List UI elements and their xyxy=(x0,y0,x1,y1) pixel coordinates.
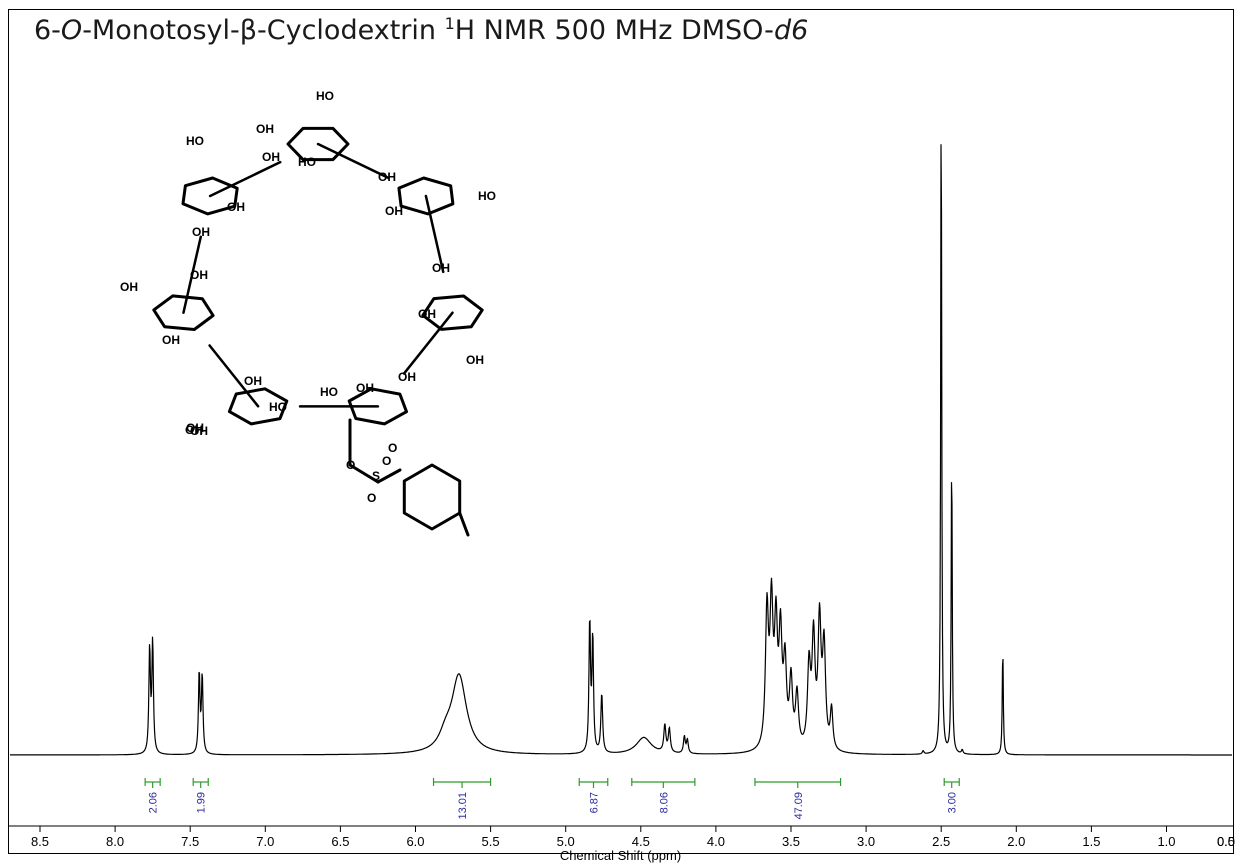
structure-atom-label: OH xyxy=(378,170,396,184)
structure-atom-label: HO xyxy=(269,400,287,414)
structure-atom-label: O xyxy=(346,458,355,472)
x-tick-label: 6.5 xyxy=(331,834,349,849)
x-tick-label: 3.0 xyxy=(857,834,875,849)
integral-regions: 2.06 1.99 13.01 6.87 8.06 47.09 3.00 xyxy=(144,778,960,820)
glucose-ring xyxy=(421,294,484,331)
x-tick-label: 4.0 xyxy=(707,834,725,849)
glucose-ring xyxy=(347,387,408,426)
glycosidic-bond xyxy=(402,311,454,375)
structure-atom-label: S xyxy=(372,469,380,483)
structure-atom-label: O xyxy=(388,441,397,455)
x-tick-label: 2.0 xyxy=(1007,834,1025,849)
integral-region: 2.06 xyxy=(144,778,161,813)
x-tick-label: 4.5 xyxy=(632,834,650,849)
spectrum-trace xyxy=(10,144,1232,756)
x-tick-label: 1.0 xyxy=(1157,834,1175,849)
x-axis-label: Chemical Shift (ppm) xyxy=(559,848,682,863)
integral-region: 47.09 xyxy=(754,778,842,820)
x-tick-label: 5.5 xyxy=(482,834,500,849)
integral-label: 47.09 xyxy=(793,792,805,820)
plot-frame xyxy=(8,9,1234,854)
integral-region: 3.00 xyxy=(943,778,960,813)
structure-atom-label: OH xyxy=(120,280,138,294)
glucose-ring xyxy=(286,126,350,162)
glucose-ring xyxy=(397,176,455,216)
glucose-ring xyxy=(152,294,215,331)
x-tick-label: 1.5 xyxy=(1082,834,1100,849)
glycosidic-bond xyxy=(316,142,390,180)
x-tick-label: 8.0 xyxy=(106,834,124,849)
x-tick-label: 6.0 xyxy=(406,834,424,849)
x-tick-label: 2.5 xyxy=(932,834,950,849)
molecular-structure-labels: HOOHOHHOOHHOOHOHOHOHHOOHOHOHOHOHOHOHHOOH… xyxy=(120,89,496,505)
x-tick-label: 8.5 xyxy=(31,834,49,849)
structure-atom-label: HO xyxy=(320,385,338,399)
structure-atom-label: OH xyxy=(398,370,416,384)
integral-label: 6.87 xyxy=(588,792,600,813)
glycosidic-bond xyxy=(182,235,203,314)
structure-atom-label: OH xyxy=(162,333,180,347)
x-tick-label: 0.0 xyxy=(1217,834,1235,849)
integral-label: 2.06 xyxy=(148,792,160,813)
integral-region: 1.99 xyxy=(192,778,209,813)
structure-atom-label: HO xyxy=(316,89,334,103)
x-axis-ticks: 8.5 8.0 7.5 7.0 6.5 6.0 5.5 5.0 4.5 4.0 3.5 3.0 2.5 2… xyxy=(31,826,1235,849)
glycosidic-bond xyxy=(424,194,445,274)
structure-atom-label: OH xyxy=(466,353,484,367)
integral-region: 8.06 xyxy=(631,778,696,813)
integral-label: 13.01 xyxy=(457,792,469,820)
structure-atom-label: O xyxy=(382,454,391,468)
structure-atom-label: OH xyxy=(356,381,374,395)
structure-atom-label: O xyxy=(367,491,376,505)
integral-region: 13.01 xyxy=(432,778,492,820)
structure-atom-label: OH xyxy=(256,122,274,136)
structure-atom-label: OH xyxy=(190,424,208,438)
chart-title: 6-O-Monotosyl-β-Cyclodextrin 1H NMR 500 … xyxy=(34,14,809,46)
integral-region: 6.87 xyxy=(578,778,609,813)
integral-label: 1.99 xyxy=(196,792,208,813)
integral-label: 8.06 xyxy=(658,792,670,813)
structure-atom-label: OH xyxy=(227,200,245,214)
tosyl-bond xyxy=(376,468,402,484)
tosyl-benzene-ring xyxy=(402,463,462,531)
x-tick-label: 3.5 xyxy=(782,834,800,849)
glucose-ring xyxy=(181,176,239,216)
structure-atom-label: OH xyxy=(418,307,436,321)
structure-atom-label: HO xyxy=(478,189,496,203)
x-tick-label: 0.5 xyxy=(1217,834,1235,849)
structure-atom-label: OH xyxy=(192,225,210,239)
glycosidic-bond xyxy=(208,160,282,198)
structure-atom-label: OH xyxy=(244,374,262,388)
molecular-structure-drawing xyxy=(152,126,484,537)
x-tick-label: 7.0 xyxy=(256,834,274,849)
x-tick-label: 7.5 xyxy=(181,834,199,849)
structure-atom-label: OH xyxy=(262,150,280,164)
structure-atom-label: HO xyxy=(298,155,316,169)
glycosidic-bond xyxy=(208,344,260,408)
tosyl-bond xyxy=(348,463,380,484)
structure-atom-label: OH xyxy=(432,261,450,275)
structure-atom-label: OH xyxy=(385,204,403,218)
tosyl-bond xyxy=(458,511,470,537)
x-tick-label: 5.0 xyxy=(557,834,575,849)
structure-atom-label: OH xyxy=(190,268,208,282)
glucose-ring xyxy=(227,387,289,426)
structure-atom-label: HO xyxy=(186,134,204,148)
structure-atom-label: OH xyxy=(186,421,204,435)
integral-label: 3.00 xyxy=(947,792,959,813)
structure-atom-label: OH xyxy=(185,423,203,437)
